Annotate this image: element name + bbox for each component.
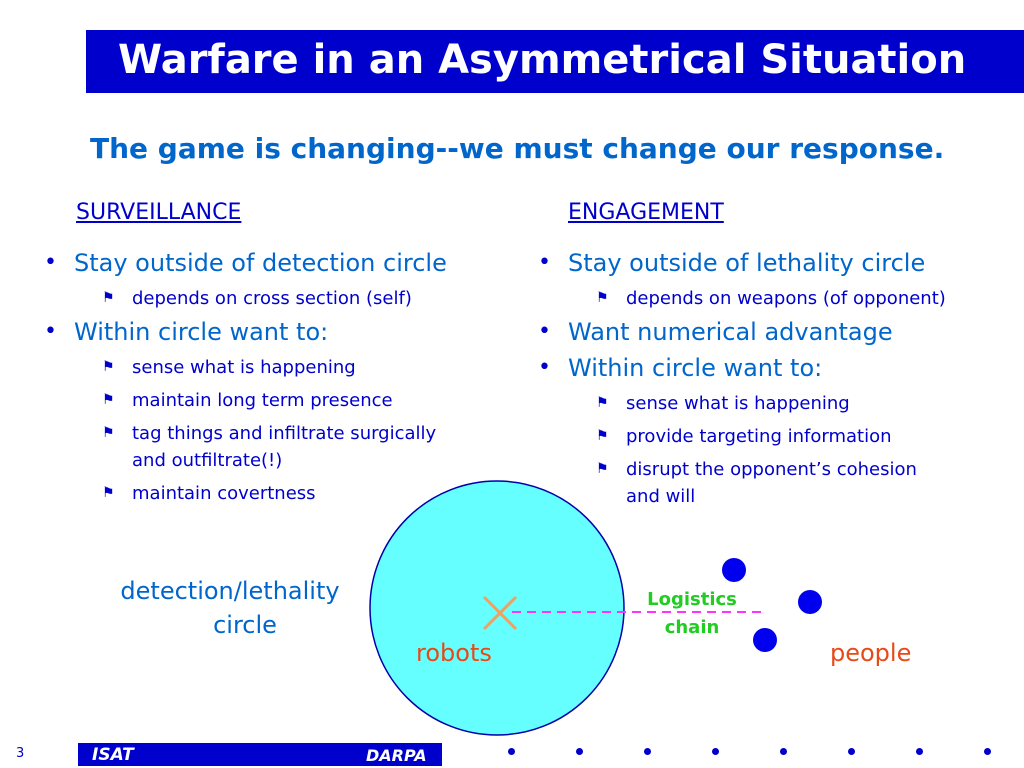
engagement-column: • Stay outside of lethality circle ⚑ depend… xyxy=(534,249,946,516)
engagement-sub-bullet-text: provide targeting information xyxy=(626,426,892,447)
robots-label: robots xyxy=(416,639,492,667)
people-label: people xyxy=(830,639,912,667)
surveillance-sub-bullet: ⚑ maintain long term presence xyxy=(40,387,447,414)
robot-marker-icon xyxy=(482,595,518,631)
flag-icon: ⚑ xyxy=(596,461,609,477)
engagement-heading: ENGAGEMENT xyxy=(568,200,724,225)
footer-dot xyxy=(508,748,515,755)
footer-dot-row xyxy=(498,748,1008,768)
title-bar xyxy=(86,30,1024,93)
surveillance-bullet: • Stay outside of detection circle xyxy=(40,249,447,277)
surveillance-bullet-text: Within circle want to: xyxy=(74,318,329,346)
flag-icon: ⚑ xyxy=(102,290,115,306)
surveillance-sub-bullet-text: maintain covertness xyxy=(132,483,316,504)
surveillance-heading: SURVEILLANCE xyxy=(76,200,242,225)
footer-dot xyxy=(780,748,787,755)
footer-dot xyxy=(576,748,583,755)
engagement-sub-bullet: ⚑ provide targeting information xyxy=(534,423,946,450)
engagement-sub-bullet-text: sense what is happening xyxy=(626,393,850,414)
surveillance-sub-bullet: ⚑ depends on cross section (self) xyxy=(40,285,447,312)
circle-label-line1: detection/lethality xyxy=(120,577,340,605)
footer-dot xyxy=(848,748,855,755)
surveillance-bullet: • Within circle want to: xyxy=(40,318,447,346)
darpa-logo: DARPA xyxy=(366,746,427,765)
flag-icon: ⚑ xyxy=(102,425,115,441)
engagement-sub-bullet: ⚑ sense what is happening xyxy=(534,390,946,417)
bullet-icon: • xyxy=(538,319,551,344)
surveillance-sub-bullet: ⚑ tag things and infiltrate surgically and… xyxy=(40,420,447,474)
logistics-line2: chain xyxy=(664,617,720,638)
circle-label: detection/lethality circle xyxy=(105,574,355,642)
slide-subtitle: The game is changing--we must change our… xyxy=(90,132,945,165)
engagement-bullet-text: Want numerical advantage xyxy=(568,318,893,346)
slide-title: Warfare in an Asymmetrical Situation xyxy=(118,37,967,83)
page-number: 3 xyxy=(16,746,25,761)
surveillance-sub-bullet-text: depends on cross section (self) xyxy=(132,288,412,309)
person-marker xyxy=(798,590,822,614)
footer-dot xyxy=(984,748,991,755)
engagement-bullet: • Want numerical advantage xyxy=(534,318,946,346)
surveillance-sub-bullet-text: sense what is happening xyxy=(132,357,356,378)
surveillance-sub-bullet: ⚑ sense what is happening xyxy=(40,354,447,381)
bullet-icon: • xyxy=(44,250,57,275)
logistics-line1: Logistics xyxy=(647,589,737,610)
engagement-sub-bullet-text: depends on weapons (of opponent) xyxy=(626,288,946,309)
person-marker xyxy=(722,558,746,582)
surveillance-sub-bullet-text: maintain long term presence xyxy=(132,390,393,411)
engagement-bullet-text: Within circle want to: xyxy=(568,354,823,382)
surveillance-column: • Stay outside of detection circle ⚑ depend… xyxy=(40,249,447,513)
person-marker xyxy=(753,628,777,652)
surveillance-sub-bullet: ⚑ maintain covertness xyxy=(40,480,447,507)
flag-icon: ⚑ xyxy=(102,359,115,375)
flag-icon: ⚑ xyxy=(596,395,609,411)
engagement-sub-bullet-text: and will xyxy=(626,486,696,507)
isat-logo: ISAT xyxy=(92,745,134,765)
bullet-icon: • xyxy=(538,250,551,275)
surveillance-sub-bullet-text: and outfiltrate(!) xyxy=(132,450,283,471)
footer-dot xyxy=(916,748,923,755)
engagement-sub-bullet: ⚑ depends on weapons (of opponent) xyxy=(534,285,946,312)
engagement-bullet: • Stay outside of lethality circle xyxy=(534,249,946,277)
engagement-bullet-text: Stay outside of lethality circle xyxy=(568,249,926,277)
circle-label-line2: circle xyxy=(213,611,277,639)
flag-icon: ⚑ xyxy=(596,428,609,444)
flag-icon: ⚑ xyxy=(596,290,609,306)
footer-dot xyxy=(644,748,651,755)
bullet-icon: • xyxy=(538,355,551,380)
footer-bar xyxy=(78,743,442,766)
engagement-sub-bullet: ⚑ disrupt the opponent’s cohesion and will xyxy=(534,456,946,510)
logistics-chain-label: Logistics chain xyxy=(642,586,742,642)
engagement-sub-bullet-text: disrupt the opponent’s cohesion xyxy=(626,459,917,480)
flag-icon: ⚑ xyxy=(102,485,115,501)
bullet-icon: • xyxy=(44,319,57,344)
surveillance-sub-bullet-text: tag things and infiltrate surgically xyxy=(132,423,437,444)
footer-dot xyxy=(712,748,719,755)
engagement-bullet: • Within circle want to: xyxy=(534,354,946,382)
surveillance-bullet-text: Stay outside of detection circle xyxy=(74,249,447,277)
flag-icon: ⚑ xyxy=(102,392,115,408)
